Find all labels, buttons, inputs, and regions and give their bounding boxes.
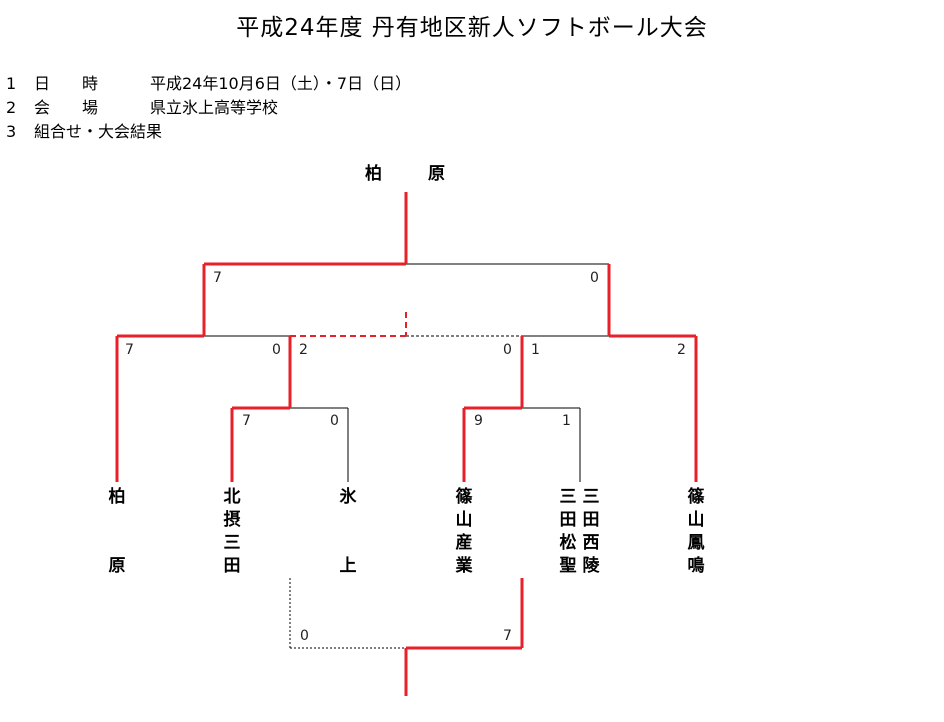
- score-semi-left-right: 0: [272, 342, 281, 358]
- team-kaibara: 柏原: [108, 487, 126, 576]
- score-qf-left-left: 7: [242, 413, 251, 429]
- score-qf-left-right: 0: [330, 413, 339, 429]
- scores: 7 0 7 0 2 0 1 2 7 0 9 1 0 7: [125, 270, 686, 644]
- page-title: 平成24年度 丹有地区新人ソフトボール大会: [236, 15, 708, 41]
- bracket-lines-black: [204, 263, 609, 649]
- champion-first-char: 柏: [365, 164, 382, 184]
- team-sasayama-sangyo: 篠山産業: [455, 487, 473, 576]
- score-semi-left-left: 7: [125, 342, 134, 358]
- score-final-right: 0: [590, 270, 599, 286]
- score-qf-right-left: 9: [474, 413, 483, 429]
- team-sanda-shoryo: 三田松聖: [559, 487, 577, 576]
- score-semi-right-left: 1: [531, 342, 540, 358]
- bracket-lines-red: [115, 192, 698, 696]
- champion-second-char: 原: [428, 164, 445, 184]
- score-semi-mid-right: 0: [503, 342, 512, 358]
- team-hikami: 氷上: [339, 487, 357, 576]
- bracket-lines-red-dashed: [290, 312, 407, 337]
- team-sasayama-hoomei: 篠山鳳鳴: [687, 487, 705, 576]
- score-semi-mid-left: 2: [299, 342, 308, 358]
- score-third-right: 7: [503, 628, 512, 644]
- team-sanda-nishiryo: 三田西陵: [582, 487, 600, 576]
- score-qf-right-right: 1: [562, 413, 571, 429]
- score-third-left: 0: [300, 628, 309, 644]
- score-semi-right-right: 2: [677, 342, 686, 358]
- score-final-left: 7: [213, 270, 222, 286]
- team-kitasetsu-sanda: 北摂三田: [223, 487, 241, 576]
